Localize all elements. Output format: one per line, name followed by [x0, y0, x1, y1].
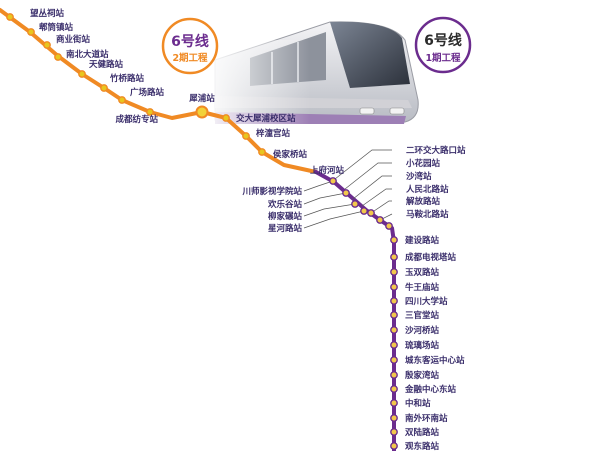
station-marker: [351, 200, 359, 208]
station-label: 天健路站: [89, 59, 124, 70]
station-marker: [242, 132, 250, 140]
phase1-station-markers: [329, 177, 398, 450]
station-label: 解放路站: [406, 196, 441, 207]
station-label: 竹桥路站: [109, 73, 145, 84]
transfer-station-marker: [195, 105, 209, 119]
station-marker: [390, 414, 398, 422]
station-label: 中和站: [405, 398, 431, 409]
station-marker: [390, 297, 398, 305]
phase1-badge-line: 6号线: [424, 32, 462, 49]
station-marker: [367, 209, 375, 217]
station-marker: [258, 148, 266, 156]
phase1-badge: 6号线 1期工程: [414, 16, 472, 74]
station-marker: [329, 177, 337, 185]
phase1-badge-phase: 1期工程: [425, 52, 461, 64]
station-marker: [390, 253, 398, 261]
station-label: 川师影视学院站: [241, 186, 302, 197]
phase1-line: [314, 170, 396, 451]
station-marker: [6, 13, 14, 21]
station-label: 牛王庙站: [405, 282, 440, 293]
station-label: 上府河站: [310, 165, 345, 176]
station-marker: [390, 399, 398, 407]
station-marker: [100, 84, 108, 92]
station-label: 商业街站: [56, 34, 91, 45]
station-label: 小花园站: [405, 158, 441, 169]
station-label: 沙河桥站: [405, 325, 440, 336]
phase2-badge-line: 6号线: [171, 33, 209, 50]
station-marker: [390, 236, 398, 244]
station-marker: [390, 442, 398, 450]
station-label: 殷家湾站: [404, 370, 440, 381]
phase2-station-markers: [6, 13, 266, 156]
station-label: 观东路站: [405, 441, 440, 451]
station-label: 双陆路站: [405, 427, 440, 438]
station-marker: [390, 283, 398, 291]
station-marker: [390, 385, 398, 393]
station-marker: [43, 41, 51, 49]
station-label: 望丛祠站: [30, 8, 65, 19]
station-label: 侯家桥站: [273, 149, 308, 160]
station-label: 玉双路站: [405, 267, 440, 278]
station-label: 犀浦站: [188, 93, 215, 104]
station-marker: [390, 326, 398, 334]
station-label: 二环交大路口站: [406, 145, 466, 156]
station-label: 琉璃场站: [405, 340, 440, 351]
station-marker: [390, 371, 398, 379]
tram-icon: [200, 21, 419, 135]
station-label: 成都电视塔站: [405, 252, 457, 263]
station-marker: [54, 53, 62, 61]
station-label: 三官堂站: [405, 310, 440, 321]
station-marker: [342, 189, 350, 197]
station-marker: [385, 222, 393, 230]
station-label: 南外环南站: [405, 413, 448, 424]
station-label: 人民北路站: [406, 184, 449, 195]
station-marker: [390, 428, 398, 436]
station-label: 柳家碾站: [268, 211, 303, 222]
phase2-badge: 6号线 2期工程: [161, 17, 219, 75]
station-label: 交大犀浦校区站: [236, 113, 296, 124]
station-label: 马鞍北路站: [406, 209, 449, 220]
station-label: 郫筒镇站: [39, 22, 74, 33]
station-label: 金融中心东站: [404, 384, 457, 395]
station-marker: [390, 268, 398, 276]
station-label: 欢乐谷站: [267, 199, 303, 210]
station-marker: [146, 108, 154, 116]
station-marker: [390, 311, 398, 319]
station-label: 南北大道站: [66, 49, 109, 60]
station-label: 梓潼宫站: [256, 128, 291, 139]
station-marker: [27, 28, 35, 36]
station-label: 城东客运中心站: [405, 355, 465, 366]
station-label: 成都纺专站: [115, 114, 158, 125]
phase2-badge-phase: 2期工程: [172, 52, 208, 64]
station-marker: [390, 341, 398, 349]
station-label: 星河路站: [268, 223, 303, 234]
station-label: 建设路站: [404, 235, 440, 246]
station-marker: [360, 207, 368, 215]
station-marker: [390, 356, 398, 364]
station-label: 沙湾站: [406, 171, 432, 182]
station-marker: [78, 70, 86, 78]
station-marker: [222, 114, 230, 122]
leaders-right: [334, 149, 393, 221]
station-marker: [118, 96, 126, 104]
leaders-left: [303, 180, 365, 229]
station-marker: [376, 216, 384, 224]
station-label: 四川大学站: [405, 296, 448, 307]
station-label: 广场路站: [130, 87, 165, 98]
